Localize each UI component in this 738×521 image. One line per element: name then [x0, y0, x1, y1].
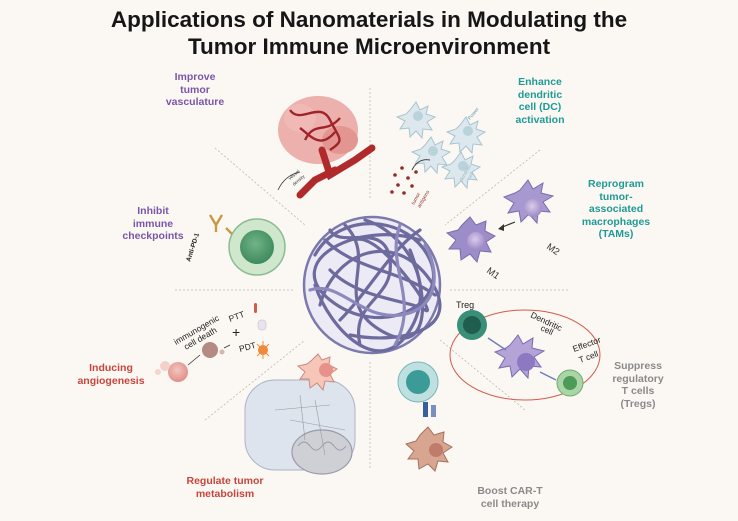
cell-label: cell — [467, 171, 476, 181]
label-line: activation — [515, 113, 565, 126]
treg-label: Treg — [456, 300, 474, 310]
label-line: (TAMs) — [598, 228, 634, 240]
label-line: metabolism — [195, 487, 255, 500]
title-line-2: Tumor Immune Microenvironment — [187, 34, 551, 59]
label-line: (Tregs) — [620, 397, 656, 410]
effector-label-1: Effector — [571, 334, 602, 353]
label-line: Improve — [174, 71, 216, 83]
vessel-arrow — [277, 171, 301, 191]
label-line: checkpoints — [122, 230, 184, 242]
car-t-illustration — [397, 361, 453, 472]
label-line: Boost CAR-T — [477, 485, 543, 497]
label-suppress-tregs: Suppress regulatory T cells (Tregs) — [606, 360, 670, 410]
label-line: Regulate tumor — [186, 475, 264, 487]
divider-top-left — [214, 147, 306, 226]
section-dividers — [175, 88, 570, 470]
label-line: regulatory — [612, 372, 664, 385]
macrophage-m1 — [445, 216, 496, 264]
label-inhibit-checkpoints: Inhibit immune checkpoints — [120, 205, 186, 243]
label-line: tumor- — [599, 190, 633, 203]
treg-suppression-illustration — [449, 309, 601, 401]
tumor-antigens-label-1: tumor — [411, 192, 423, 206]
thermometer-icon — [254, 303, 257, 313]
label-line: angiogenesis — [77, 374, 145, 387]
antigen-arrow — [411, 159, 431, 171]
label-regulate-metabolism: Regulate tumor metabolism — [180, 475, 270, 500]
label-enhance-dc: Enhance dendritic cell (DC) activation — [505, 76, 575, 126]
page-title: Applications of Nanomaterials in Modulat… — [0, 6, 738, 60]
dendritic-cell-cluster — [390, 101, 487, 195]
t-cell-checkpoint — [208, 214, 286, 276]
label-line: dendritic — [517, 88, 563, 101]
label-line: Suppress — [614, 360, 662, 372]
label-line: Enhance — [518, 76, 562, 88]
plus-sign: + — [232, 324, 240, 340]
label-line: vasculature — [165, 96, 225, 108]
label-line: macrophages — [581, 215, 651, 228]
ptt-label: PTT — [227, 309, 246, 324]
power-label: Power — [467, 106, 481, 121]
label-improve-vasculature: Improve tumor vasculature — [160, 71, 230, 109]
label-line: Inhibit — [137, 205, 169, 217]
tumor-vasculature-illustration — [277, 96, 376, 199]
anti-pd1-label: Anti-PD-1 — [185, 232, 201, 263]
macrophage-m2 — [502, 179, 555, 225]
label-reprogram-tams: Reprogram tumor- associated macrophages … — [576, 178, 656, 241]
immunogenic-cell-death-illustration — [155, 303, 270, 382]
antibody-icon — [208, 214, 233, 235]
label-line: Reprogram — [587, 178, 644, 190]
label-line: tumor — [180, 83, 210, 96]
label-line: cell (DC) — [518, 101, 562, 113]
metabolism-illustration — [244, 353, 356, 475]
nanomaterial-tangle — [302, 215, 442, 355]
label-line: immune — [132, 217, 174, 230]
divider-top-right — [444, 149, 541, 226]
pdt-label: PDT — [238, 340, 257, 354]
arrow-head — [498, 224, 504, 231]
tumor-antigen-dots — [390, 166, 418, 195]
label-inducing-angiogenesis: Inducing angiogenesis — [70, 362, 152, 387]
label-boost-car-t: Boost CAR-T cell therapy — [470, 485, 550, 510]
dendritic-cell-label-2: cell — [539, 323, 555, 338]
label-line: T cells — [621, 385, 655, 397]
label-line: cell therapy — [480, 497, 540, 510]
m1-label: M1 — [484, 265, 501, 282]
title-line-1: Applications of Nanomaterials in Modulat… — [110, 7, 628, 32]
label-line: associated — [588, 203, 644, 215]
divider-bottom-left — [204, 339, 306, 421]
m2-label: M2 — [544, 241, 561, 258]
label-line: Inducing — [89, 362, 133, 374]
